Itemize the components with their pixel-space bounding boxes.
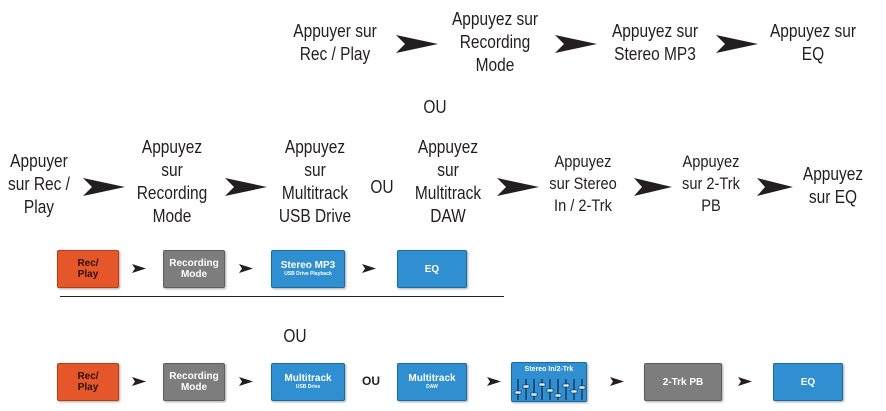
arrow-right-icon [225,178,267,196]
section-divider [60,296,504,297]
top-step-stereo-mp3: Appuyez sur Stereo MP3 [611,21,699,64]
fader-icon [512,379,586,400]
multitrack-usb-sublabel: USB Drive [295,384,321,390]
mid-step-multitrack-daw: Appuyez sur Multitrack DAW [414,137,482,226]
arrow-right-icon [487,377,501,386]
2trk-pb-button[interactable]: 2-Trk PB [644,363,722,401]
recording-mode-button[interactable]: Recording Mode [163,250,225,288]
mid-step-recording-mode: Appuyez sur Recording Mode [136,137,208,226]
arrow-right-icon [497,178,539,196]
arrow-right-icon [610,377,624,386]
arrow-right-icon [555,35,597,53]
arrow-right-icon [132,377,146,386]
mid-step-stereo-in: Appuyez sur Stereo In / 2-Trk [549,152,617,215]
stereo-in-2trk-button[interactable]: Stereo In/2-Trk [511,362,587,402]
multitrack-daw-label: Multitrack [408,373,456,384]
row2-ou-label: OU [362,374,380,388]
eq-label: EQ [424,263,440,275]
multitrack-usb-button[interactable]: Multitrack USB Drive [271,363,345,401]
arrow-right-icon [83,178,125,196]
ou-label: OU [423,97,447,117]
multitrack-daw-button[interactable]: Multitrack DAW [397,363,467,401]
top-step-rec-play: Appuyer sur Rec / Play [293,21,377,64]
arrow-right-icon [239,377,253,386]
mid-step-rec-play: Appuyer sur Rec / Play [8,151,70,217]
rec-play-button[interactable]: Rec/ Play [57,250,119,288]
arrow-right-icon [132,264,146,273]
arrow-right-icon [396,35,438,53]
stereo-in-2trk-label: Stereo In/2-Trk [524,366,574,373]
arrow-right-icon [362,264,376,273]
top-step-recording-mode: Appuyez sur Recording Mode [451,9,539,75]
rec-play-label: Rec/ Play [77,371,99,393]
mid-step-2trk-pb: Appuyez sur 2-Trk PB [682,152,740,215]
2trk-pb-label: 2-Trk PB [662,376,704,388]
multitrack-usb-label: Multitrack [284,373,332,384]
arrow-right-icon [738,377,752,386]
multitrack-daw-sublabel: DAW [426,384,438,390]
eq-button[interactable]: EQ [773,363,843,401]
mid-step-multitrack-usb: Appuyez sur Multitrack USB Drive [278,137,352,226]
arrow-right-icon [634,178,672,196]
recording-mode-label: Recording Mode [169,258,219,280]
stereo-mp3-label: Stereo MP3 [280,260,336,271]
stereo-mp3-sublabel: USB Drive Playback [284,271,332,277]
rec-play-button[interactable]: Rec/ Play [57,363,119,401]
ou-label-2: OU [283,326,307,346]
recording-mode-label: Recording Mode [169,371,219,393]
eq-label: EQ [800,376,816,388]
arrow-right-icon [239,264,253,273]
mid-step-eq: Appuyez sur EQ [802,164,864,207]
arrow-right-icon [716,35,758,53]
arrow-right-icon [757,178,793,196]
rec-play-label: Rec/ Play [77,258,99,280]
eq-button[interactable]: EQ [397,250,467,288]
top-step-eq: Appuyez sur EQ [769,21,857,64]
stereo-mp3-button[interactable]: Stereo MP3 USB Drive Playback [271,250,345,288]
mid-ou-label: OU [370,177,394,197]
recording-mode-button[interactable]: Recording Mode [163,363,225,401]
